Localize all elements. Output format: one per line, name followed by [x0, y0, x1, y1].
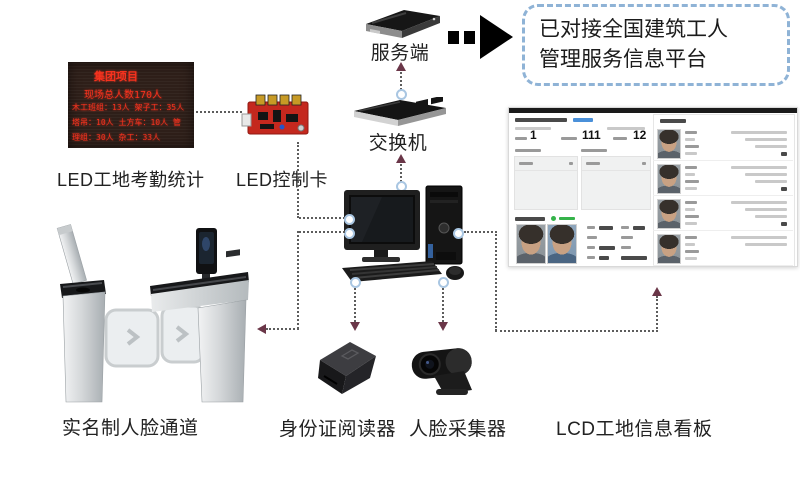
server-image	[366, 10, 440, 38]
text-placeholder	[515, 118, 567, 122]
dashboard-table-panel	[581, 156, 651, 210]
panel-title-placeholder	[515, 217, 545, 221]
connector-computer-turnstile-v	[297, 231, 299, 329]
lcd-dashboard-screenshot: 1 111 12	[508, 107, 798, 267]
arrowhead-to-lcd	[652, 287, 662, 296]
face-camera-image	[411, 348, 472, 395]
text-placeholder	[607, 127, 645, 130]
connector-card-computer-h	[299, 217, 345, 219]
worker-record-item	[653, 233, 793, 266]
worker-photo	[657, 129, 681, 159]
computer-image	[342, 185, 464, 282]
stat-value-3: 12	[633, 128, 647, 142]
connector-endpoint	[453, 228, 464, 239]
connector-card-computer-v	[297, 142, 299, 218]
dashboard-top-bar	[509, 108, 797, 113]
led-control-card-image	[241, 94, 309, 135]
arrowhead-to-camera	[438, 322, 448, 331]
arrowhead-to-server	[396, 62, 406, 71]
connector-led-card	[196, 111, 242, 113]
status-dot-green	[551, 216, 556, 221]
connector-endpoint	[438, 277, 449, 288]
turnstile-image	[56, 224, 249, 403]
worker-photo	[657, 164, 681, 194]
worker-record-item	[653, 128, 793, 163]
turnstile-label: 实名制人脸通道	[62, 418, 199, 439]
connector-server-switch	[400, 72, 402, 90]
server-label: 服务端	[370, 43, 430, 64]
switch-label: 交换机	[368, 133, 428, 154]
connector-endpoint	[396, 89, 407, 100]
worker-record-item	[653, 163, 793, 198]
connector-computer-turnstile-h2	[266, 328, 299, 330]
led-display-label: LED工地考勤统计	[57, 170, 205, 190]
id-reader-image	[318, 342, 376, 394]
worker-photo	[657, 234, 681, 264]
led-screen-line: 木工班组：13人 架子工：35人	[72, 103, 185, 112]
capture-photo	[516, 224, 546, 264]
connector-switch-computer	[400, 164, 402, 182]
led-screen-line: 理组：30人 杂工：33人	[72, 133, 161, 142]
switch-image	[354, 97, 446, 126]
led-card-label: LED控制卡	[236, 170, 329, 190]
stat-value-2: 111	[582, 128, 601, 142]
face-camera-label: 人脸采集器	[409, 419, 507, 440]
tab-placeholder	[515, 149, 541, 152]
status-text-placeholder	[559, 217, 575, 220]
connector-endpoint	[344, 228, 355, 239]
id-reader-label: 身份证阅读器	[279, 419, 397, 440]
tab-placeholder	[581, 149, 607, 152]
lcd-board-label: LCD工地信息看板	[556, 419, 713, 440]
connector-computer-lcd-h2	[495, 330, 658, 332]
panel-title-placeholder	[660, 119, 686, 123]
stat-label-placeholder	[561, 137, 577, 140]
text-placeholder	[515, 127, 551, 130]
connector-computer-camera	[442, 288, 444, 322]
stat-label-placeholder	[613, 137, 627, 140]
platform-callout-line2: 管理服务信息平台	[539, 48, 707, 71]
connector-computer-turnstile-h1	[299, 231, 345, 233]
connector-computer-lcd-v1	[495, 231, 497, 331]
led-screen-line: 塔吊：10人 土方车：10人 管	[72, 118, 181, 127]
led-display-screen: 集团项目 现场总人数170人 木工班组：13人 架子工：35人 塔吊：10人 土…	[68, 62, 194, 148]
worker-record-item	[653, 198, 793, 233]
stat-value-1: 1	[530, 128, 537, 142]
stat-label-placeholder	[515, 137, 527, 140]
connector-endpoint	[344, 214, 355, 225]
connector-computer-idreader	[354, 288, 356, 322]
led-screen-line: 现场总人数170人	[84, 90, 163, 101]
arrowhead-to-turnstile	[257, 324, 266, 334]
platform-callout-line1: 已对接全国建筑工人	[539, 18, 728, 41]
capture-photo	[547, 224, 577, 264]
connector-computer-lcd-v2	[656, 296, 658, 332]
fast-forward-arrow-icon	[448, 14, 513, 60]
arrowhead-to-idreader	[350, 322, 360, 331]
dashboard-table-panel	[514, 156, 578, 210]
connector-endpoint	[350, 277, 361, 288]
link-placeholder	[573, 118, 593, 122]
arrowhead-to-switch	[396, 154, 406, 163]
platform-callout: 已对接全国建筑工人 管理服务信息平台	[522, 4, 790, 86]
led-screen-line: 集团项目	[94, 70, 138, 83]
worker-photo	[657, 199, 681, 229]
connector-computer-lcd-h1	[464, 231, 497, 233]
